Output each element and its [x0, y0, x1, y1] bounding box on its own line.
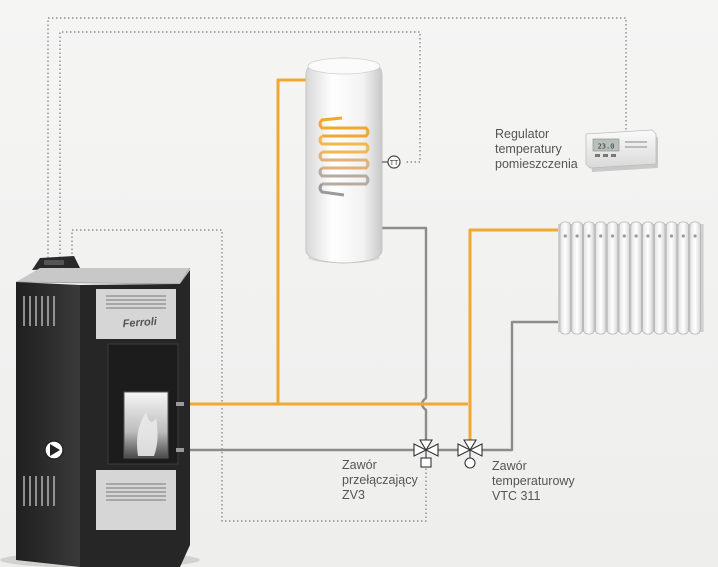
radiator-section-knob: [575, 234, 579, 238]
temperature-sensor-label: TT: [390, 160, 399, 167]
switching-valve-zv3-icon: [413, 439, 439, 468]
signal-line-tank-sensor: [59, 31, 421, 258]
regulator-label-line2: temperatury: [495, 142, 562, 156]
radiator-section: [559, 221, 572, 335]
thermostatic-valve-vtc311-icon: [457, 439, 483, 469]
stove-brand-logo: Ferroli: [122, 316, 158, 330]
regulator-label-line3: pomieszczenia: [495, 157, 578, 171]
room-thermostat: 23.0: [585, 129, 658, 172]
radiator-section-knob: [693, 234, 697, 238]
radiator-section: [677, 221, 690, 335]
switching-valve-label-line3: ZV3: [342, 488, 365, 502]
radiator-section-knob: [658, 234, 662, 238]
return-pipe-radiator: [482, 320, 560, 452]
radiator-section-knob: [634, 234, 638, 238]
radiator-section: [642, 221, 654, 335]
radiator-section-knob: [610, 234, 615, 238]
thermostatic-valve-label: Zawór temperaturowy VTC 311: [492, 459, 575, 504]
thermostatic-valve-label-line3: VTC 311: [492, 489, 541, 503]
radiator-section-knob: [599, 234, 603, 238]
signal-line-regulator: [47, 17, 627, 258]
radiator-section-knob: [646, 234, 650, 238]
temperature-sensor-icon: [387, 155, 401, 169]
radiator-section: [665, 221, 678, 335]
radiator-section: [571, 221, 583, 335]
radiator: [558, 221, 704, 335]
radiator-section-knob: [669, 234, 674, 238]
regulator-label-line1: Regulator: [495, 127, 550, 141]
hot-water-tank: TT: [305, 57, 401, 264]
supply-pipe-radiator: [468, 228, 562, 442]
thermostatic-valve-label-line2: temperaturowy: [492, 474, 575, 488]
radiator-section-knob: [563, 234, 567, 238]
radiator-section-knob: [622, 234, 626, 238]
regulator-label: Regulator temperatury pomieszczenia: [495, 127, 578, 172]
signal-lines: [47, 17, 627, 522]
radiator-section: [618, 221, 631, 335]
radiator-section: [606, 221, 619, 335]
thermostat-display-text: 23.0: [598, 143, 615, 151]
radiator-section: [583, 221, 595, 335]
radiator-section: [689, 221, 701, 335]
radiator-section: [630, 221, 642, 335]
switching-valve-label: Zawór przełączający ZV3: [342, 458, 418, 503]
radiator-section-knob: [681, 234, 685, 238]
stove-front-panel: [96, 289, 176, 339]
thermostatic-valve-label-line1: Zawór: [492, 459, 527, 473]
radiator-section: [654, 221, 666, 335]
pellet-stove: Ferroli: [0, 256, 200, 567]
radiator-section-knob: [587, 234, 591, 238]
switching-valve-label-line2: przełączający: [342, 473, 418, 487]
radiator-section: [595, 221, 607, 335]
thermostat-display: [592, 138, 620, 152]
tank-coil: [318, 116, 370, 197]
switching-valve-label-line1: Zawór: [342, 458, 377, 472]
